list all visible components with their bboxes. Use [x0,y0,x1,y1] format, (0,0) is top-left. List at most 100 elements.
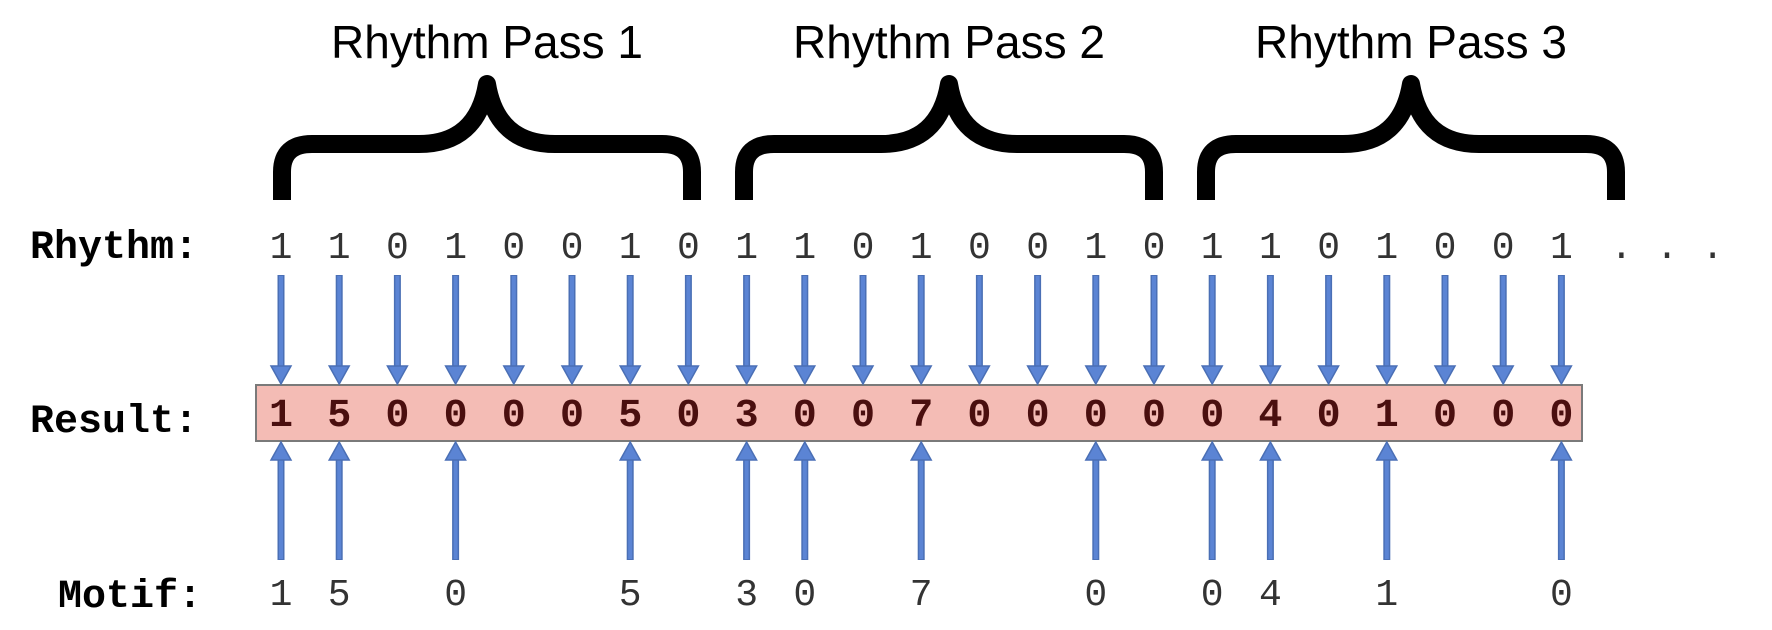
result-digit: 4 [1258,394,1282,439]
motif-arrow [1259,440,1282,560]
rhythm-digit: 1 [444,227,467,270]
pass-braces [273,75,1625,200]
pass-title-1: Rhythm Pass 1 [331,16,643,68]
result-digit: 7 [909,394,933,439]
rhythm-arrow [851,275,875,386]
rhythm-arrow [1200,275,1224,386]
result-digit: 0 [676,394,700,439]
rhythm-digit: 0 [852,227,875,270]
result-digit: 0 [1142,394,1166,439]
motif-digit: 5 [619,574,642,617]
motif-arrow [735,440,758,560]
rhythm-arrow [502,275,526,386]
result-digit: 0 [444,394,468,439]
rhythm-digit: 1 [270,227,293,270]
rhythm-arrow [444,275,467,386]
result-digit: 5 [327,394,351,439]
pass-title-2: Rhythm Pass 2 [793,16,1105,68]
rhythm-ellipsis: . . . [1610,227,1724,270]
rhythm-arrow [1026,275,1049,386]
rhythm-arrow [1259,275,1282,386]
rhythm-digit: 0 [1317,227,1340,270]
rhythm-arrow [1433,275,1457,386]
rhythm-digit: 1 [735,227,758,270]
pass-brace-1 [273,75,701,200]
result-digit: 0 [793,394,817,439]
motif-digit: 5 [328,574,351,617]
rhythm-digit: 0 [968,227,991,270]
rhythm-digit: 1 [619,227,642,270]
rhythm-digit: 0 [1026,227,1049,270]
arrows [269,275,1573,560]
result-digit: 0 [1084,394,1108,439]
pass-brace-3 [1197,75,1625,200]
rhythm-digit: 0 [1492,227,1515,270]
pass-brace-2 [735,75,1163,200]
rhythm-digit: 1 [793,227,816,270]
motif-arrow [444,440,467,560]
motif-digit: 0 [444,574,467,617]
motif-arrow [909,440,933,560]
rhythm-arrow [1491,275,1515,386]
result-digit: 0 [502,394,526,439]
rhythm-digit: 0 [1143,227,1166,270]
pass-title-3: Rhythm Pass 3 [1255,16,1567,68]
rhythm-arrow [1550,275,1573,386]
result-digit: 0 [1491,394,1515,439]
rhythm-arrow [618,275,642,386]
rhythm-arrow [1142,275,1166,386]
rhythm-digit: 1 [1084,227,1107,270]
motif-digit: 0 [1550,574,1573,617]
motif-digit: 0 [1201,574,1224,617]
motif-digit: 1 [270,574,293,617]
result-digit: 0 [1200,394,1224,439]
motif-arrow [1200,440,1224,560]
result-digit: 0 [1433,394,1457,439]
rhythm-arrow [968,275,991,386]
motif-arrow [1084,440,1108,560]
motif-digit: 0 [1084,574,1107,617]
rhythm-arrow [1317,275,1340,386]
rhythm-digit: 0 [561,227,584,270]
motif-digit: 7 [910,574,933,617]
rhythm-arrow [269,275,293,386]
rhythm-digit: 0 [386,227,409,270]
motif-arrow [327,440,351,560]
rhythm-arrow [560,275,584,386]
result-digit: 0 [967,394,991,439]
rhythm-digit: 1 [328,227,351,270]
rhythm-arrow [1084,275,1108,386]
motif-digit: 3 [735,574,758,617]
result-digit: 5 [618,394,642,439]
result-box [255,384,1583,442]
rhythm-arrow [909,275,933,386]
rhythm-digit: 1 [1201,227,1224,270]
result-digit: 1 [269,394,293,439]
result-digit: 0 [385,394,409,439]
rhythm-arrow [793,275,817,386]
rhythm-digit: 1 [910,227,933,270]
result-digit: 0 [851,394,875,439]
motif-digit: 0 [793,574,816,617]
rhythm-arrow [735,275,758,386]
motif-arrow [793,440,817,560]
motif-arrow [1375,440,1399,560]
rhythm-digit: 0 [1434,227,1457,270]
result-digit: 0 [1317,394,1341,439]
rhythm-arrow [677,275,700,386]
motif-arrow [618,440,642,560]
motif-arrow [269,440,293,560]
result-label: Result: [30,400,198,445]
rhythm-digit: 0 [502,227,525,270]
motif-digit: 1 [1375,574,1398,617]
rhythm-label: Rhythm: [30,226,198,271]
pass-titles: Rhythm Pass 1 Rhythm Pass 2 Rhythm Pass 3 [331,16,1567,68]
rhythm-digit: 1 [1375,227,1398,270]
result-digit: 1 [1375,394,1399,439]
result-digit: 0 [560,394,584,439]
rhythm-digit: 0 [677,227,700,270]
